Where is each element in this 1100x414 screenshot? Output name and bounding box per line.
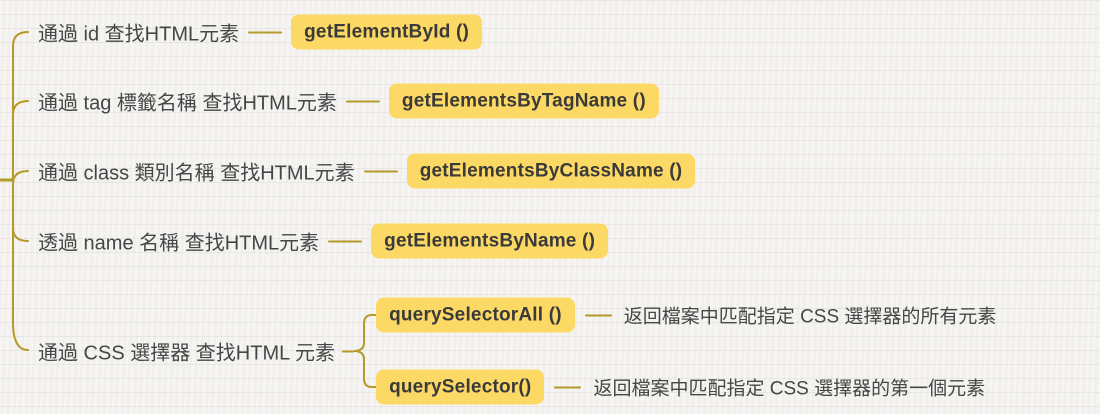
method-node[interactable]: getElementsByTagName () bbox=[388, 83, 659, 119]
connector-line bbox=[584, 314, 612, 316]
child-row-queryselector: querySelector() 返回檔案中匹配指定 CSS 選擇器的第一個元素 bbox=[376, 369, 996, 405]
connector-line bbox=[248, 31, 283, 33]
connector-line bbox=[345, 100, 380, 102]
connector-line bbox=[342, 350, 355, 352]
method-description: 返回檔案中匹配指定 CSS 選擇器的第一個元素 bbox=[593, 378, 986, 400]
child-branches: querySelectorAll () 返回檔案中匹配指定 CSS 選擇器的所有… bbox=[376, 297, 997, 405]
branch-row-id: 通過 id 查找HTML元素 getElementById () bbox=[38, 14, 483, 50]
connector-line bbox=[328, 240, 363, 242]
method-node[interactable]: getElementsByClassName () bbox=[406, 153, 696, 189]
fork-connector bbox=[354, 314, 377, 388]
branch-label[interactable]: 通過 tag 標籤名稱 查找HTML元素 bbox=[38, 92, 337, 115]
method-node[interactable]: getElementsByName () bbox=[371, 223, 609, 259]
branch-row-name: 透過 name 名稱 查找HTML元素 getElementsByName () bbox=[38, 223, 609, 259]
connector-line bbox=[363, 170, 398, 172]
connector-line bbox=[554, 386, 582, 388]
branch-label[interactable]: 通過 id 查找HTML元素 bbox=[38, 23, 240, 46]
method-node[interactable]: getElementById () bbox=[291, 14, 483, 50]
branch-label[interactable]: 透過 name 名稱 查找HTML元素 bbox=[38, 232, 320, 255]
branch-row-tag: 通過 tag 標籤名稱 查找HTML元素 getElementsByTagNam… bbox=[38, 83, 659, 119]
branch-label[interactable]: 通過 class 類別名稱 查找HTML元素 bbox=[38, 162, 355, 185]
method-description: 返回檔案中匹配指定 CSS 選擇器的所有元素 bbox=[623, 306, 997, 328]
branch-label[interactable]: 通過 CSS 選擇器 查找HTML 元素 bbox=[38, 342, 336, 365]
branch-row-css-selector: 通過 CSS 選擇器 查找HTML 元素 querySelectorAll ()… bbox=[38, 297, 997, 405]
method-node[interactable]: querySelectorAll () bbox=[376, 297, 575, 333]
child-row-queryselectorall: querySelectorAll () 返回檔案中匹配指定 CSS 選擇器的所有… bbox=[376, 297, 997, 333]
branch-row-class: 通過 class 類別名稱 查找HTML元素 getElementsByClas… bbox=[38, 153, 696, 189]
method-node[interactable]: querySelector() bbox=[376, 369, 545, 405]
